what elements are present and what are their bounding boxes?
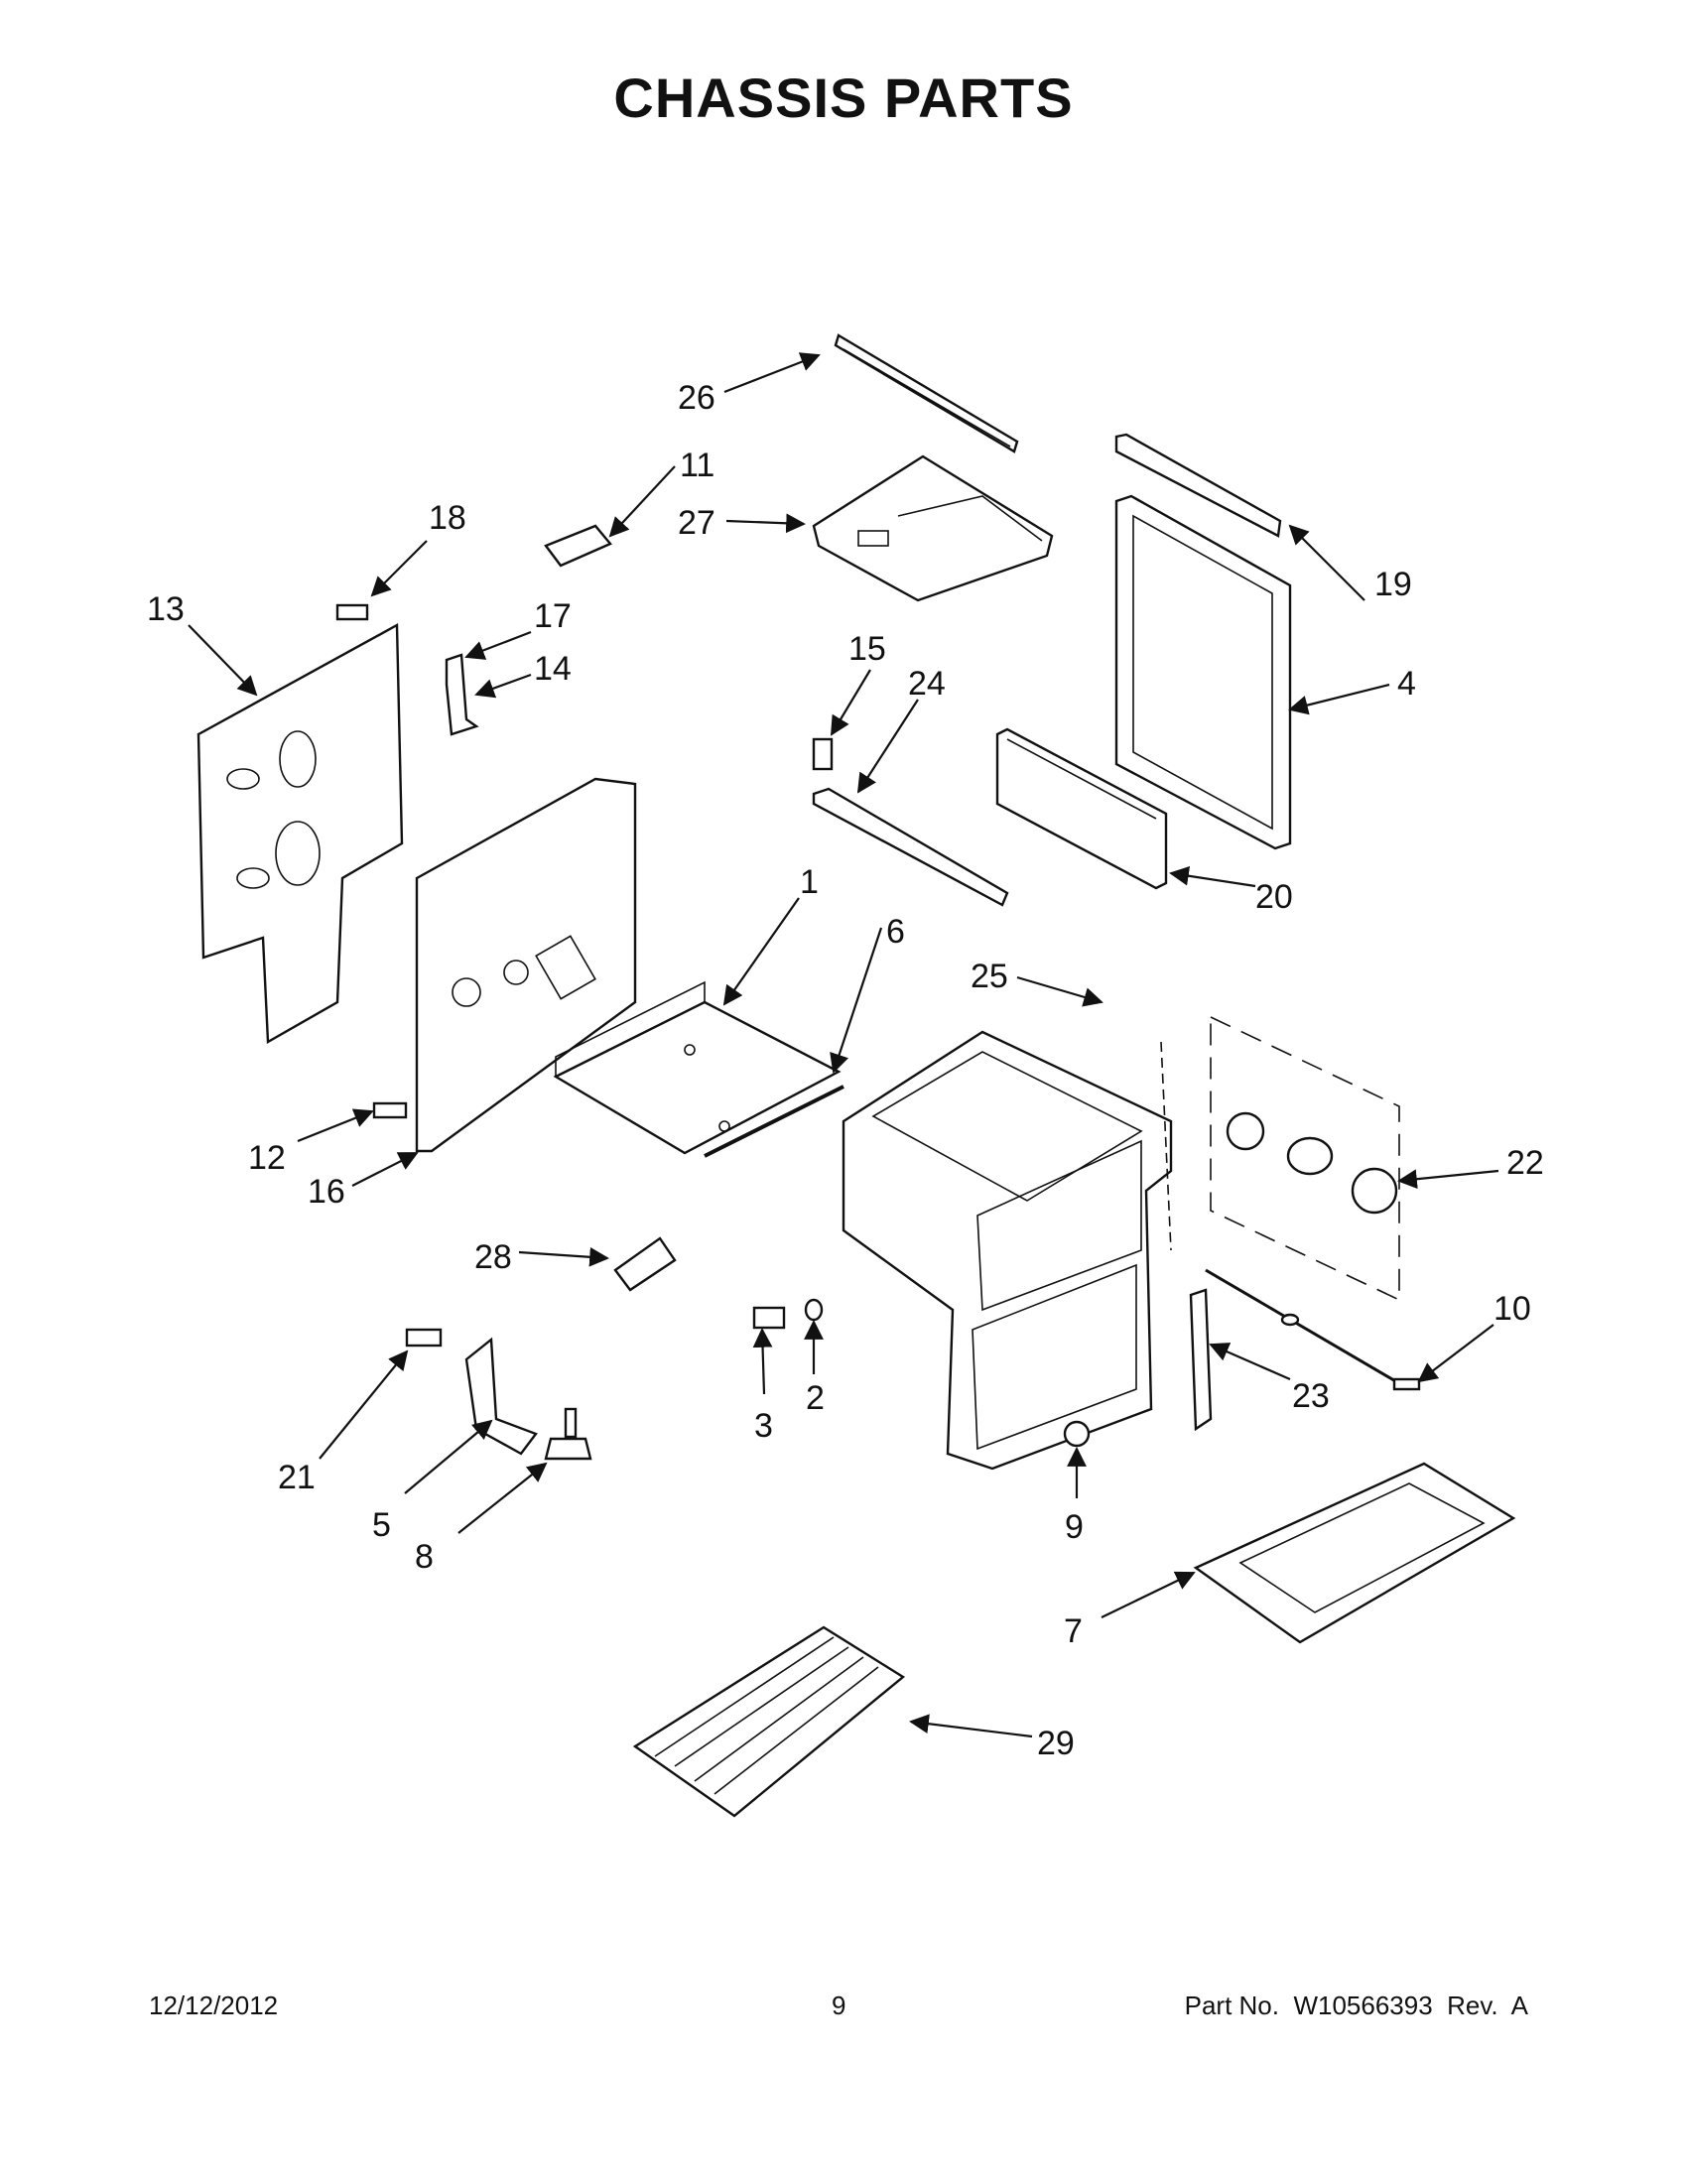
callout-15: 15: [848, 630, 886, 668]
part-18-screw: [335, 603, 369, 621]
part-19-trim: [1114, 433, 1282, 538]
leader-arrows: [188, 352, 1499, 1738]
part-5-leg-bracket: [464, 1337, 538, 1456]
part-25-oven-cavity: [842, 1030, 1173, 1471]
callout-28: 28: [474, 1238, 512, 1276]
callout-18: 18: [429, 499, 466, 537]
part-16-side-panel: [415, 777, 637, 1153]
part-17-clip: [445, 653, 479, 736]
part-7-drawer: [1193, 1462, 1516, 1644]
part-3-screw: [752, 1306, 786, 1330]
callout-29: 29: [1037, 1725, 1075, 1762]
part-20-panel: [995, 727, 1168, 890]
part-22-light-assembly: [1210, 1015, 1400, 1302]
callout-11: 11: [680, 447, 714, 484]
part-27-top-panel: [812, 454, 1054, 602]
part-11-bracket: [544, 524, 612, 568]
callout-12: 12: [248, 1139, 286, 1177]
callout-26: 26: [678, 379, 715, 417]
part-26-rail: [834, 333, 1019, 453]
part-13-back-panel: [196, 622, 404, 1045]
callout-20: 20: [1255, 878, 1293, 916]
footer-page-number: 9: [832, 1991, 846, 2020]
callout-24: 24: [908, 665, 946, 703]
callout-10: 10: [1493, 1290, 1531, 1328]
part-21-screw: [405, 1328, 443, 1348]
callout-21: 21: [278, 1459, 316, 1496]
callout-8: 8: [415, 1538, 434, 1576]
callout-13: 13: [147, 590, 185, 628]
part-9-foot: [1063, 1420, 1091, 1448]
part-6-rod: [704, 1085, 844, 1158]
callout-17: 17: [534, 597, 572, 635]
callout-19: 19: [1374, 566, 1412, 603]
part-29-rack: [632, 1625, 906, 1818]
callout-9: 9: [1065, 1508, 1084, 1546]
callout-3: 3: [754, 1407, 773, 1445]
footer-date: 12/12/2012: [149, 1991, 279, 2020]
callout-labels: 26 11 27 18 13 17 14 19 4 15 24 20 1 6 2…: [147, 379, 1544, 1762]
callout-22: 22: [1506, 1144, 1544, 1182]
part-2-washer: [804, 1298, 824, 1322]
part-8-leveler: [544, 1407, 592, 1461]
part-12-screw: [372, 1101, 408, 1119]
part-24-bracket: [812, 787, 1009, 907]
page-title: CHASSIS PARTS: [613, 66, 1074, 129]
callout-23: 23: [1292, 1377, 1330, 1415]
part-28-bracket: [613, 1236, 677, 1292]
part-15-screw: [812, 737, 834, 771]
callout-25: 25: [971, 958, 1008, 995]
callout-6: 6: [886, 913, 905, 951]
callout-1: 1: [800, 863, 819, 901]
callout-4: 4: [1397, 665, 1416, 703]
callout-27: 27: [678, 504, 715, 542]
callout-14: 14: [534, 650, 572, 688]
callout-5: 5: [372, 1506, 391, 1544]
callout-2: 2: [806, 1379, 825, 1417]
callout-7: 7: [1064, 1612, 1083, 1650]
footer-part-number: Part No. W10566393 Rev. A: [1184, 1991, 1528, 2020]
part-10-sensor: [1205, 1268, 1421, 1391]
part-4-frame: [1114, 494, 1292, 850]
callout-16: 16: [308, 1173, 345, 1211]
part-23-bracket: [1189, 1288, 1213, 1432]
